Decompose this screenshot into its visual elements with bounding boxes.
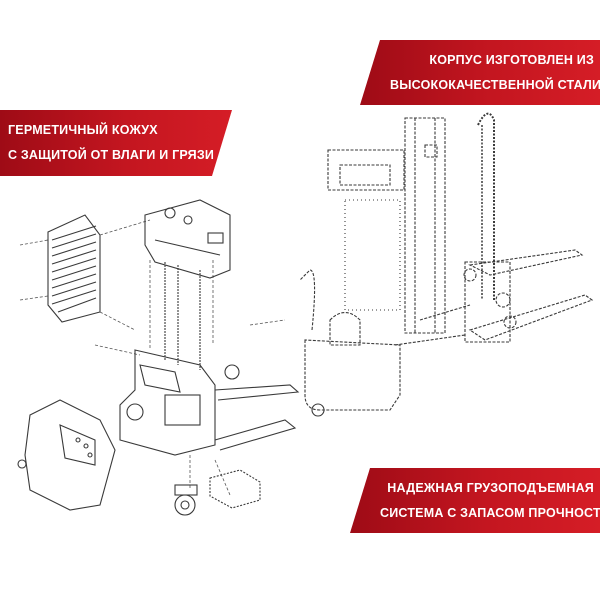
steel-body-callout: КОРПУС ИЗГОТОВЛЕН ИЗ ВЫСОКОКАЧЕСТВЕННОЙ … [360, 40, 600, 105]
fork-upper [468, 249, 584, 276]
sealed-cover-callout: ГЕРМЕТИЧНЫЙ КОЖУХ С ЗАЩИТОЙ ОТ ВЛАГИ И Г… [0, 110, 232, 176]
fork-lower [468, 294, 594, 341]
mast-head [144, 199, 231, 279]
mast-pulley [424, 144, 438, 158]
exploded-view-drawing [17, 199, 325, 516]
lift-chain [477, 112, 495, 300]
lifting-system-callout-line2: СИСТЕМА С ЗАПАСОМ ПРОЧНОСТИ [380, 506, 600, 520]
body-housing [304, 339, 401, 411]
grille-cover [47, 214, 101, 323]
assembled-stacker-drawing [299, 112, 594, 411]
sealed-cover-callout-line2: С ЗАЩИТОЙ ОТ ВЛАГИ И ГРЯЗИ [8, 148, 215, 162]
exploded-forks [214, 364, 325, 451]
front-cover [24, 399, 116, 511]
caster-wheel [174, 484, 198, 516]
steel-body-callout-line1: КОРПУС ИЗГОТОВЛЕН ИЗ [429, 53, 594, 67]
mast-frame [404, 117, 446, 334]
upper-frame [327, 149, 405, 191]
lifting-system-callout-line1: НАДЕЖНАЯ ГРУЗОПОДЪЕМНАЯ [387, 481, 594, 495]
lifting-system-callout: НАДЕЖНАЯ ГРУЗОПОДЪЕМНАЯ СИСТЕМА С ЗАПАСО… [350, 468, 600, 533]
mesh-guard [344, 199, 401, 311]
sealed-cover-callout-line1: ГЕРМЕТИЧНЫЙ КОЖУХ [8, 123, 158, 137]
chassis-frame [119, 349, 216, 456]
steel-body-callout-line2: ВЫСОКОКАЧЕСТВЕННОЙ СТАЛИ [390, 78, 600, 92]
